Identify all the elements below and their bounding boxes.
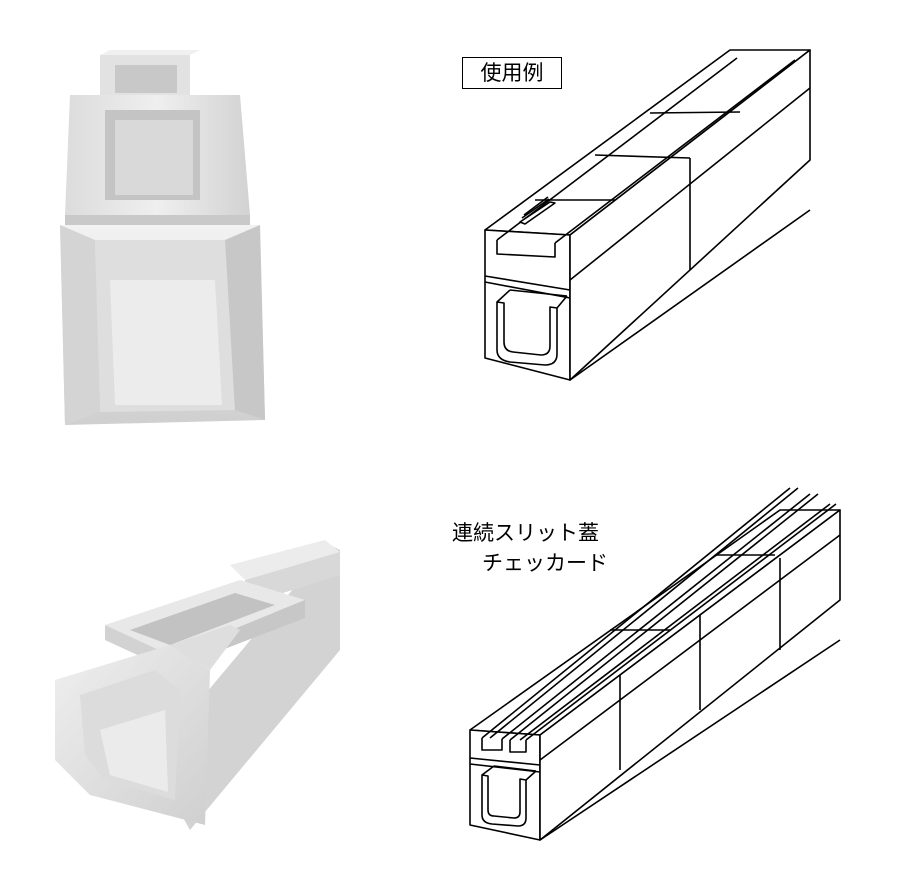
lid-type-line1: 連続スリット蓋 bbox=[452, 521, 599, 545]
usage-example-label: 使用例 bbox=[462, 57, 562, 89]
concrete-gutter-photo-bottom bbox=[55, 540, 340, 830]
u-channel-bottom bbox=[481, 774, 527, 827]
lid-type-label: 連続スリット蓋 チェッカード bbox=[452, 518, 608, 578]
side-face-bottom bbox=[539, 509, 841, 841]
concrete-gutter-photo-top bbox=[60, 50, 265, 425]
far-frame bbox=[100, 50, 200, 100]
gutter-drawing-top bbox=[484, 49, 811, 381]
middle-frame bbox=[65, 95, 250, 230]
slit bbox=[519, 201, 556, 225]
lid-type-line2: チェッカード bbox=[482, 551, 608, 575]
u-channel bbox=[496, 301, 558, 366]
u-gutter-bottom bbox=[55, 625, 240, 825]
u-gutter-body bbox=[60, 225, 265, 425]
gutter-drawing-bottom bbox=[469, 487, 841, 841]
